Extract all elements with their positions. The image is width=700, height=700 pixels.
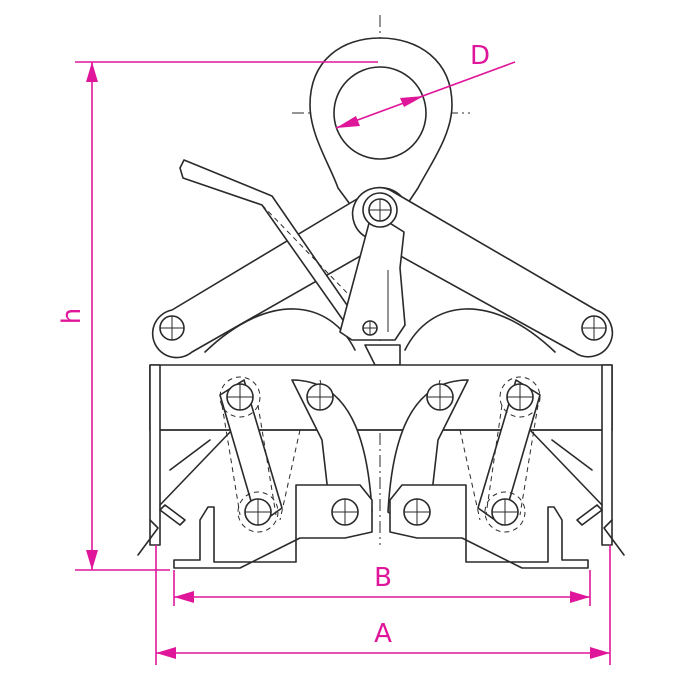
dimension-b-label: B — [374, 563, 392, 593]
pins — [159, 192, 607, 533]
lifting-eye — [309, 37, 453, 216]
dimension-d: D — [335, 41, 516, 129]
pin-arm-right — [581, 315, 607, 341]
side-hooks — [137, 504, 625, 556]
pin-eye-hinge — [362, 192, 398, 228]
pin-arm-left — [159, 315, 185, 341]
pin-lower-row — [237, 491, 526, 533]
dimension-a: A — [155, 545, 611, 665]
pin-latch — [362, 320, 378, 336]
latch-plate — [339, 211, 406, 366]
upper-link-left — [151, 187, 409, 359]
dimension-d-label: D — [470, 41, 490, 71]
jaw-pad-left — [173, 484, 373, 569]
dimension-a-label: A — [374, 619, 392, 649]
dimension-h-label: h — [57, 308, 87, 324]
dimension-h: h — [57, 61, 378, 571]
pin-upper-row — [219, 376, 541, 418]
link-hidden-outlines — [221, 404, 539, 516]
jaw-body — [149, 364, 613, 546]
upper-link-right — [351, 186, 614, 358]
jaw-pad-right — [389, 484, 589, 569]
dimension-b: B — [173, 563, 591, 606]
